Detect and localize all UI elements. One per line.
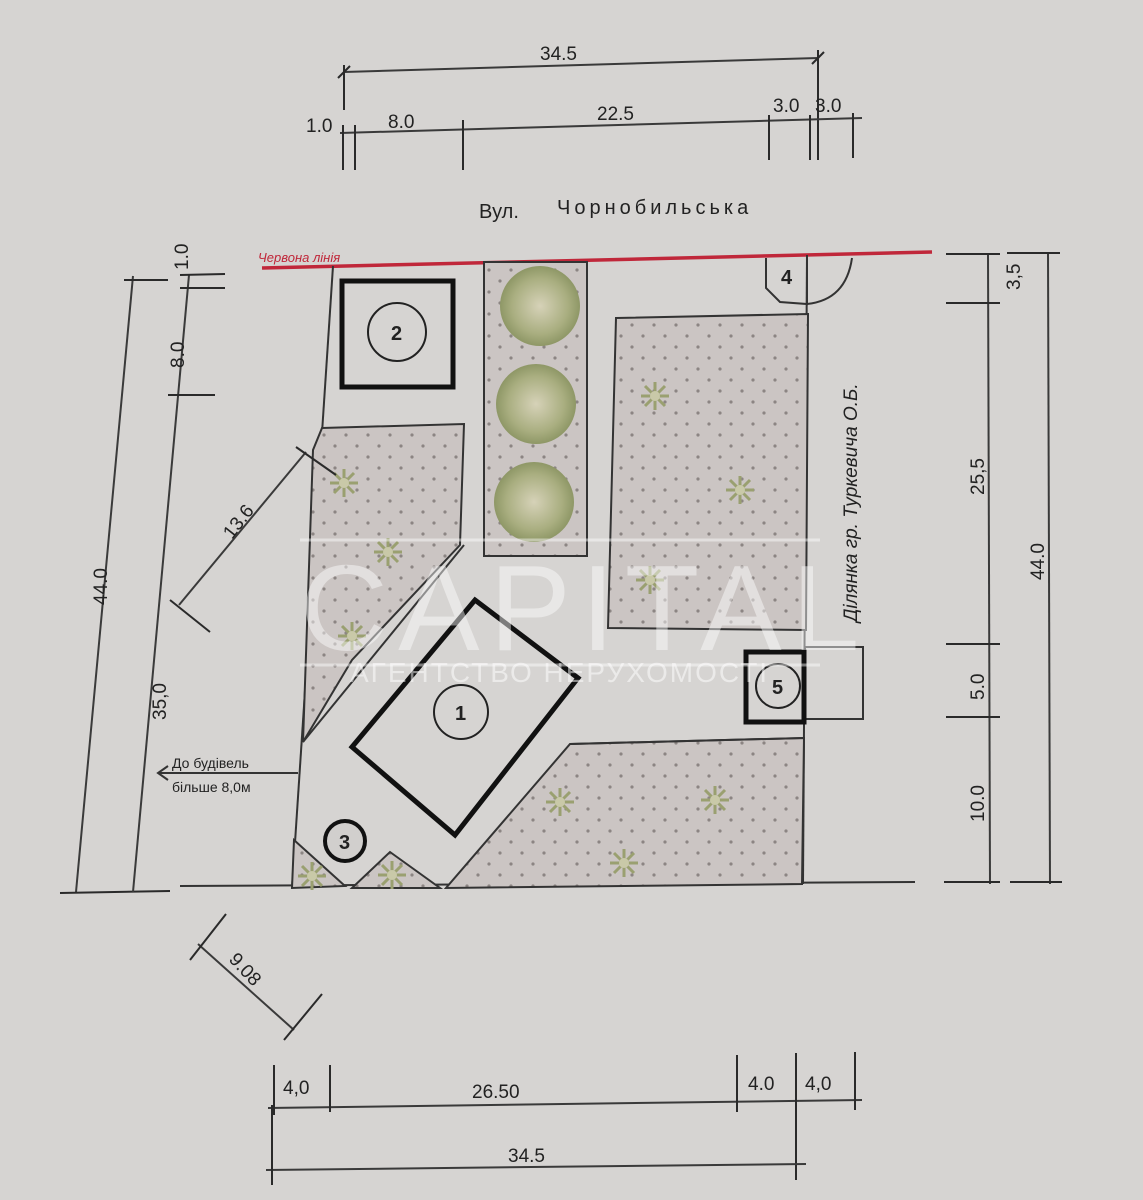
watermark: CAPITAL АГЕНТСТВО НЕРУХОМОСТІ — [300, 538, 869, 688]
dim-bottom-diagonal: 9.08 — [224, 949, 265, 990]
right-dimensions: 3,5 25,5 5.0 10.0 44.0 — [944, 251, 1062, 885]
tree-icon — [496, 364, 576, 444]
red-line: Червона лінія — [258, 250, 933, 270]
dim-bottom-seg-2: 26.50 — [472, 1082, 520, 1103]
setback-note-line2: більше 8,0м — [172, 779, 251, 795]
building-4-label: 4 — [781, 267, 793, 289]
top-dimensions: 34.5 1.0 8.0 22.5 3.0 3.0 — [306, 44, 863, 170]
building-5-label: 5 — [772, 677, 783, 699]
building-3: 3 — [323, 819, 367, 863]
watermark-brand: CAPITAL — [300, 540, 869, 676]
shrub-icon — [724, 474, 756, 506]
lawn-left — [302, 422, 466, 743]
tree-strip — [483, 261, 588, 557]
neighbor-plot-label: Ділянка гр. Туркевича О.Б. — [841, 383, 862, 624]
building-5: 5 — [743, 646, 864, 725]
tree-icon — [500, 266, 580, 346]
driveway-edges — [302, 544, 805, 745]
shrub-icon — [296, 860, 328, 892]
watermark-tagline: АГЕНТСТВО НЕРУХОМОСТІ — [350, 657, 769, 688]
dim-right-overall: 44.0 — [1028, 543, 1049, 580]
dim-bottom-seg-4: 4,0 — [805, 1074, 831, 1095]
dim-left-overall: 44.0 — [91, 568, 112, 605]
shrub-icon — [544, 786, 576, 818]
shrub-icon — [699, 784, 731, 816]
dim-left-seg-2: 8.0 — [168, 342, 189, 368]
dim-top-overall: 34.5 — [540, 44, 577, 65]
dim-left-seg-3: 35,0 — [150, 683, 171, 720]
building-2-label: 2 — [391, 323, 402, 345]
dim-top-seg-3: 22.5 — [597, 104, 634, 125]
dim-right-seg-2: 25,5 — [968, 458, 989, 495]
street-label: Вул. Чорнобильська — [479, 197, 752, 223]
setback-note-line1: До будівель — [172, 755, 249, 771]
tree-icon — [494, 462, 574, 542]
dim-top-seg-4: 3.0 — [773, 96, 799, 117]
street-name: Чорнобильська — [557, 197, 752, 219]
dim-top-seg-1: 1.0 — [306, 116, 332, 137]
setback-note: До будівель більше 8,0м — [156, 755, 298, 795]
dim-top-seg-5: 3.0 — [815, 96, 841, 117]
shrub-icon — [608, 847, 640, 879]
building-3-label: 3 — [339, 832, 350, 854]
street-prefix: Вул. — [479, 201, 519, 223]
bottom-dimensions: 9.08 4,0 26.50 4.0 4,0 34.5 — [189, 913, 863, 1185]
shrub-icon — [639, 380, 671, 412]
shrub-icon — [376, 859, 408, 891]
building-2: 2 — [339, 278, 456, 390]
dim-right-seg-1: 3,5 — [1004, 264, 1025, 290]
dim-bottom-overall: 34.5 — [508, 1146, 545, 1167]
red-line-label: Червона лінія — [258, 250, 340, 265]
dim-top-seg-2: 8.0 — [388, 112, 414, 133]
dim-right-seg-3: 5.0 — [968, 674, 989, 700]
left-dimensions: 44.0 1.0 8.0 35,0 13.6 — [59, 244, 337, 894]
dim-right-seg-4: 10.0 — [968, 785, 989, 822]
building-1: 1 — [348, 596, 582, 839]
dim-bottom-seg-1: 4,0 — [283, 1078, 309, 1099]
dim-left-seg-1: 1.0 — [172, 244, 193, 270]
dim-left-diagonal: 13.6 — [219, 501, 258, 543]
building-1-label: 1 — [455, 703, 466, 725]
building-4: 4 — [765, 257, 853, 306]
dim-bottom-seg-3: 4.0 — [748, 1074, 774, 1095]
